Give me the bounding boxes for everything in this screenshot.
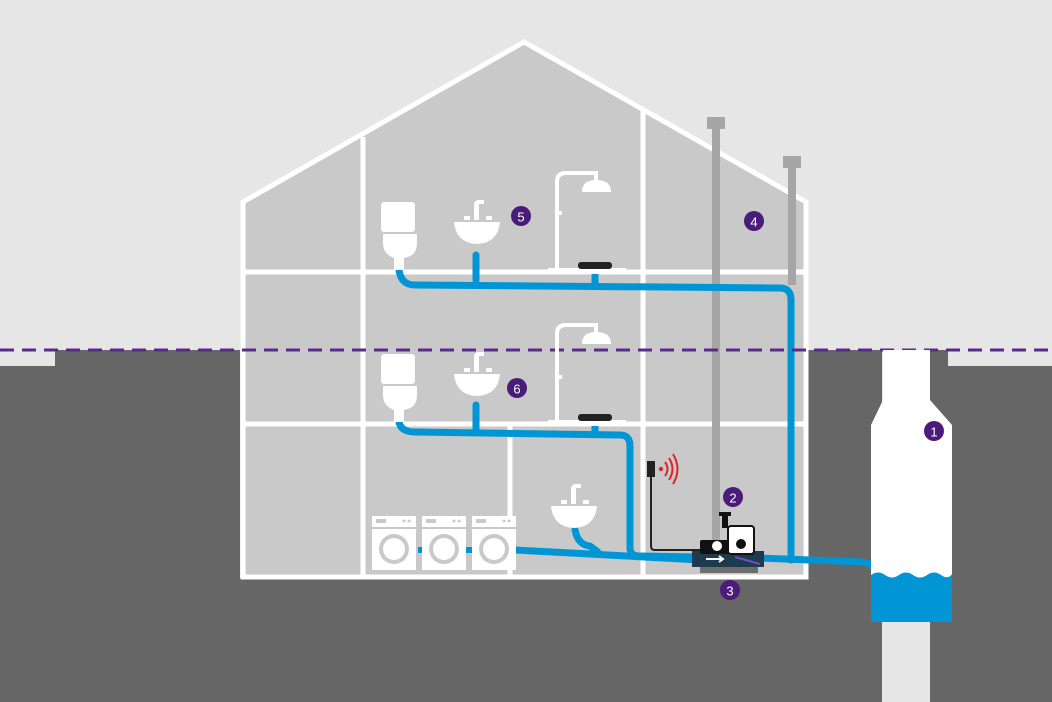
vent-pipe-2 [788, 165, 796, 285]
sink-icon [454, 352, 500, 396]
upper-drain-pipe [395, 266, 795, 564]
toilet-icon [381, 354, 417, 422]
sewer-tank-icon [871, 350, 952, 622]
marker-2: 2 [723, 487, 743, 507]
marker-2-label: 2 [729, 491, 736, 506]
marker-4: 4 [744, 211, 764, 231]
basement-drain-pipe [511, 546, 704, 564]
marker-3: 3 [720, 580, 740, 600]
ground-left [0, 350, 240, 702]
marker-1: 1 [924, 421, 944, 441]
marker-6: 6 [507, 378, 527, 398]
vent-pipe-1 [712, 126, 720, 556]
marker-3-label: 3 [726, 584, 733, 599]
washing-machine-icon [372, 516, 416, 570]
house-outline [240, 39, 809, 580]
marker-4-label: 4 [750, 215, 757, 230]
shower-icon [548, 323, 626, 426]
marker-1-label: 1 [930, 425, 937, 440]
marker-5-label: 5 [517, 210, 524, 225]
marker-5: 5 [511, 206, 531, 226]
marker-6-label: 6 [513, 382, 520, 397]
sink-icon [454, 200, 500, 244]
water-pipes [395, 251, 880, 579]
ground-right [930, 350, 1052, 702]
pump-icon [692, 512, 764, 567]
alarm-icon [647, 453, 700, 551]
sink-icon [551, 484, 597, 528]
vent-pipes [707, 117, 801, 556]
ground-center [240, 350, 882, 702]
washing-machine-icon [472, 516, 516, 570]
shower-icon [548, 171, 626, 274]
washing-machine-icon [422, 516, 466, 570]
toilet-icon [381, 202, 417, 270]
